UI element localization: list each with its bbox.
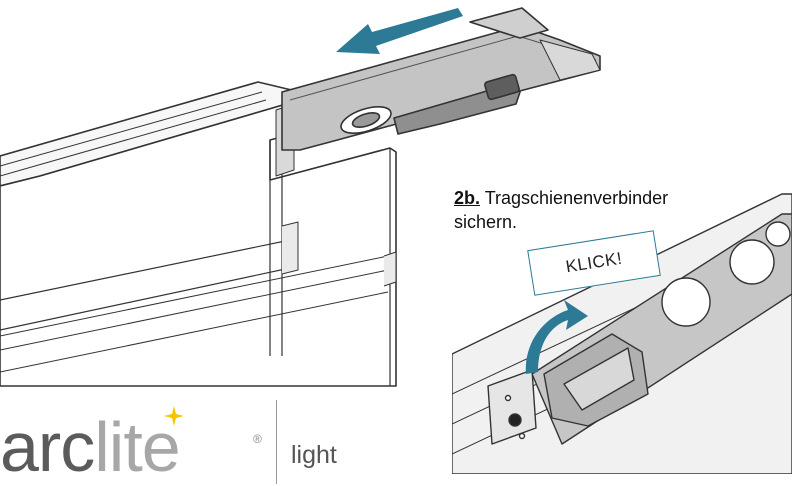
click-rotation-arrow — [525, 300, 588, 374]
step-text-line2: sichern. — [454, 212, 518, 232]
callout-text: KLICK! — [564, 248, 624, 277]
brand-logo: arclite — [0, 412, 181, 482]
step-text-line1: Tragschienenverbinder — [484, 188, 669, 208]
step-number: 2b. — [454, 188, 481, 208]
detail-screw — [508, 413, 522, 427]
logo-accent — [164, 406, 184, 426]
logo-lite: lite — [94, 408, 180, 486]
logo-sparkle — [164, 406, 184, 426]
logo-divider — [276, 400, 277, 484]
detail-drawing — [452, 193, 792, 474]
main-rail-drawing — [0, 7, 601, 387]
logo-tagline: light — [291, 441, 337, 469]
logo-arc: arc — [0, 408, 95, 486]
plate-hole-2 — [661, 277, 711, 327]
plate-hole-1 — [729, 239, 775, 285]
plate-hole-3 — [765, 221, 791, 247]
slide-direction-arrow — [336, 8, 463, 54]
step-caption: 2b. Tragschienenverbinder sichern. — [454, 186, 744, 234]
registered-mark: ® — [253, 432, 262, 446]
